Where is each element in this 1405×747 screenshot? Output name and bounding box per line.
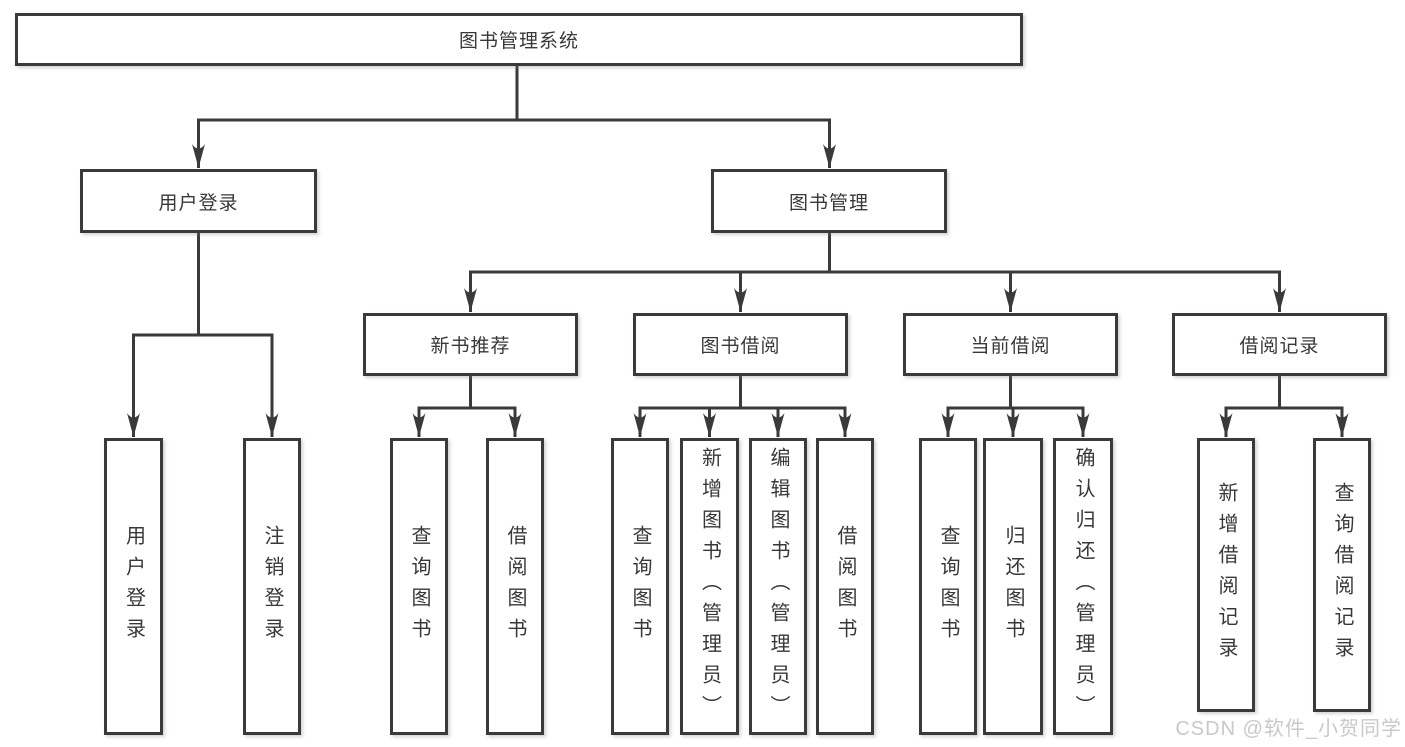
- node-book-borrowing-label: 图书借阅: [700, 336, 781, 357]
- leaf-cb-confirm-return-admin: 确认归还（管理员）: [1053, 438, 1113, 735]
- leaf-bb-add-books-admin: 新增图书（管理员）: [680, 438, 739, 735]
- leaf-cb-query-books-label: 查询图书: [937, 524, 959, 649]
- leaf-br-query-record-label: 查询借阅记录: [1331, 482, 1353, 668]
- leaf-nbr-query-books: 查询图书: [390, 438, 448, 735]
- leaf-bb-edit-books-admin: 编辑图书（管理员）: [749, 438, 807, 735]
- leaf-cb-query-books: 查询图书: [919, 438, 977, 735]
- leaf-user-login-label: 用户登录: [122, 524, 145, 649]
- leaf-br-add-record-label: 新增借阅记录: [1215, 482, 1237, 668]
- leaf-bb-query-books-label: 查询图书: [629, 524, 651, 649]
- leaf-bb-query-books: 查询图书: [611, 438, 669, 735]
- leaf-cb-confirm-return-admin-label: 确认归还（管理员）: [1072, 447, 1094, 726]
- node-book-management-label: 图书管理: [788, 192, 869, 214]
- node-root: 图书管理系统: [15, 13, 1023, 66]
- node-borrowing-records-label: 借阅记录: [1239, 336, 1320, 357]
- leaf-bb-borrow-books: 借阅图书: [816, 438, 874, 735]
- leaf-bb-add-books-admin-label: 新增图书（管理员）: [698, 447, 721, 726]
- node-borrowing-records: 借阅记录: [1172, 313, 1387, 376]
- leaf-br-query-record: 查询借阅记录: [1313, 438, 1371, 712]
- leaf-bb-borrow-books-label: 借阅图书: [834, 524, 856, 649]
- node-book-borrowing: 图书借阅: [633, 313, 848, 376]
- leaf-logout-label: 注销登录: [261, 524, 283, 649]
- leaf-logout: 注销登录: [243, 438, 301, 735]
- node-current-borrowing: 当前借阅: [903, 313, 1118, 376]
- leaf-cb-return-books-label: 归还图书: [1002, 524, 1024, 649]
- watermark: CSDN @软件_小贺同学: [1175, 718, 1402, 740]
- leaf-cb-return-books: 归还图书: [983, 438, 1043, 735]
- leaf-user-login: 用户登录: [104, 438, 163, 735]
- node-current-borrowing-label: 当前借阅: [970, 336, 1051, 357]
- leaf-nbr-query-books-label: 查询图书: [408, 524, 430, 649]
- node-book-management: 图书管理: [711, 169, 947, 233]
- leaf-nbr-borrow-books: 借阅图书: [486, 438, 544, 735]
- node-new-book-recommendation: 新书推荐: [363, 313, 578, 376]
- leaf-nbr-borrow-books-label: 借阅图书: [504, 524, 526, 649]
- leaf-bb-edit-books-admin-label: 编辑图书（管理员）: [767, 447, 789, 726]
- node-user-login-label: 用户登录: [158, 192, 239, 214]
- node-user-login: 用户登录: [80, 169, 317, 233]
- node-root-label: 图书管理系统: [458, 31, 579, 52]
- leaf-br-add-record: 新增借阅记录: [1197, 438, 1255, 712]
- node-new-book-recommendation-label: 新书推荐: [430, 336, 511, 357]
